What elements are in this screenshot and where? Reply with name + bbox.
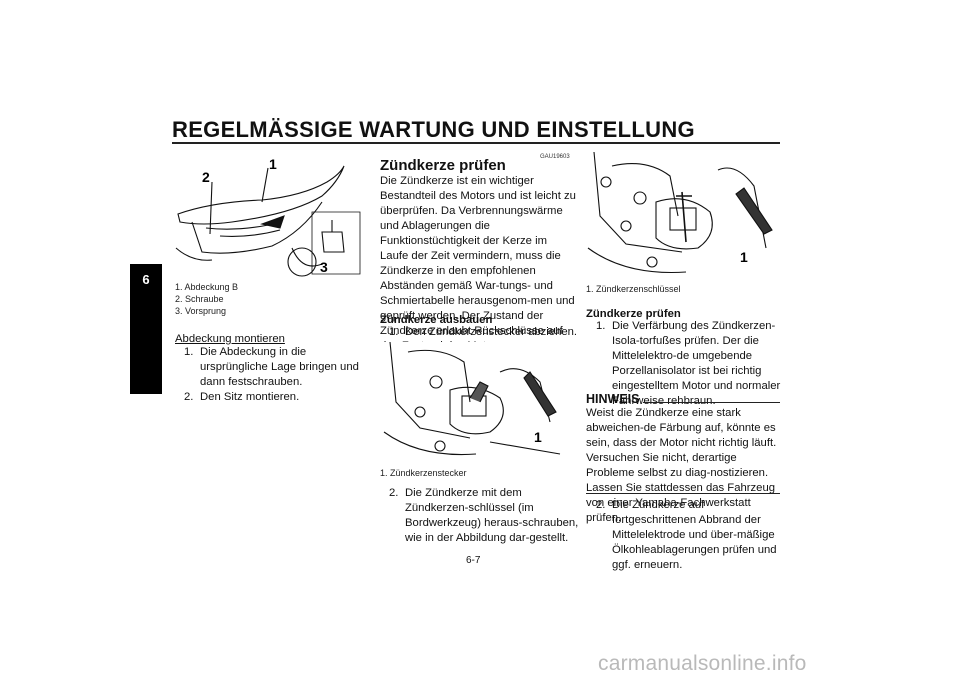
chapter-tab: 6 bbox=[130, 264, 162, 394]
reference-code: GAU19603 bbox=[540, 154, 570, 160]
step-number: 2. bbox=[184, 391, 194, 403]
list-item: 1. Die Abdeckung in die ursprüngliche La… bbox=[184, 345, 370, 390]
figure-callout-2: 2 bbox=[202, 169, 210, 185]
figure-callout-1: 1 bbox=[534, 429, 542, 445]
figure-callout-1: 1 bbox=[269, 156, 277, 172]
figure-plug-wrench: 1 bbox=[586, 152, 782, 280]
chapter-number: 6 bbox=[142, 272, 150, 287]
step-check-2: 2. Die Zündkerze auf fortgeschrittenen A… bbox=[596, 498, 786, 573]
step-text: Den Sitz montieren. bbox=[200, 391, 300, 403]
hinweis-title: HINWEIS bbox=[586, 392, 640, 406]
list-item: 1. Die Verfärbung des Zündkerzen-Isola-t… bbox=[596, 319, 786, 409]
step-check-1: 1. Die Verfärbung des Zündkerzen-Isola-t… bbox=[596, 319, 786, 409]
figure-plug-cap: 1 bbox=[380, 342, 576, 462]
figure-captions: 1. Abdeckung B 2. Schraube 3. Vorsprung bbox=[175, 281, 238, 317]
list-item: 1. Den Zündkerzenstecker abziehen. bbox=[389, 325, 579, 340]
step-text: Die Zündkerze auf fortgeschrittenen Abbr… bbox=[612, 499, 777, 571]
hinweis-bottom-rule bbox=[586, 493, 780, 494]
figure-seat-cover: 2 1 3 bbox=[172, 152, 362, 280]
step-number: 1. bbox=[596, 320, 606, 332]
section-heading: Zündkerze prüfen bbox=[380, 157, 506, 174]
subheading-check: Zündkerze prüfen bbox=[586, 308, 681, 320]
hinweis-header: HINWEIS bbox=[586, 392, 780, 406]
step-text: Den Zündkerzenstecker abziehen. bbox=[405, 326, 578, 338]
hinweis-text: Weist die Zündkerze eine stark abweichen… bbox=[586, 407, 777, 524]
page-title: REGELMÄSSIGE WARTUNG UND EINSTELLUNG bbox=[172, 117, 695, 142]
subheading-remove: Zündkerze ausbauen bbox=[380, 314, 493, 326]
step-remove-1: 1. Den Zündkerzenstecker abziehen. bbox=[389, 325, 579, 340]
steps-cover-mount: 1. Die Abdeckung in die ursprüngliche La… bbox=[184, 345, 370, 405]
step-text: Die Abdeckung in die ursprüngliche Lage … bbox=[200, 346, 359, 388]
subheading-cover-mount: Abdeckung montieren bbox=[175, 333, 285, 345]
hinweis-rule bbox=[643, 402, 780, 403]
step-number: 1. bbox=[389, 326, 399, 338]
caption-line: 1. Abdeckung B bbox=[175, 282, 239, 292]
figure-callout-1: 1 bbox=[740, 249, 748, 265]
step-text: Die Zündkerze mit dem Zündkerzen-schlüss… bbox=[405, 487, 579, 544]
page-number: 6-7 bbox=[466, 555, 481, 566]
list-item: 2. Den Sitz montieren. bbox=[184, 390, 370, 405]
list-item: 2. Die Zündkerze mit dem Zündkerzen-schl… bbox=[389, 486, 579, 546]
step-remove-2: 2. Die Zündkerze mit dem Zündkerzen-schl… bbox=[389, 486, 579, 546]
figure-caption: 1. Zündkerzenstecker bbox=[380, 468, 467, 478]
step-text: Die Verfärbung des Zündkerzen-Isola-torf… bbox=[612, 320, 781, 407]
step-number: 2. bbox=[596, 499, 606, 511]
watermark: carmanualsonline.info bbox=[598, 652, 807, 675]
list-item: 2. Die Zündkerze auf fortgeschrittenen A… bbox=[596, 498, 786, 573]
caption-line: 2. Schraube bbox=[175, 294, 224, 304]
figure-caption: 1. Zündkerzenschlüssel bbox=[586, 284, 681, 294]
step-number: 2. bbox=[389, 487, 399, 499]
figure-callout-3: 3 bbox=[320, 259, 328, 275]
caption-line: 3. Vorsprung bbox=[175, 306, 227, 316]
header-rule bbox=[172, 142, 780, 144]
step-number: 1. bbox=[184, 346, 194, 358]
